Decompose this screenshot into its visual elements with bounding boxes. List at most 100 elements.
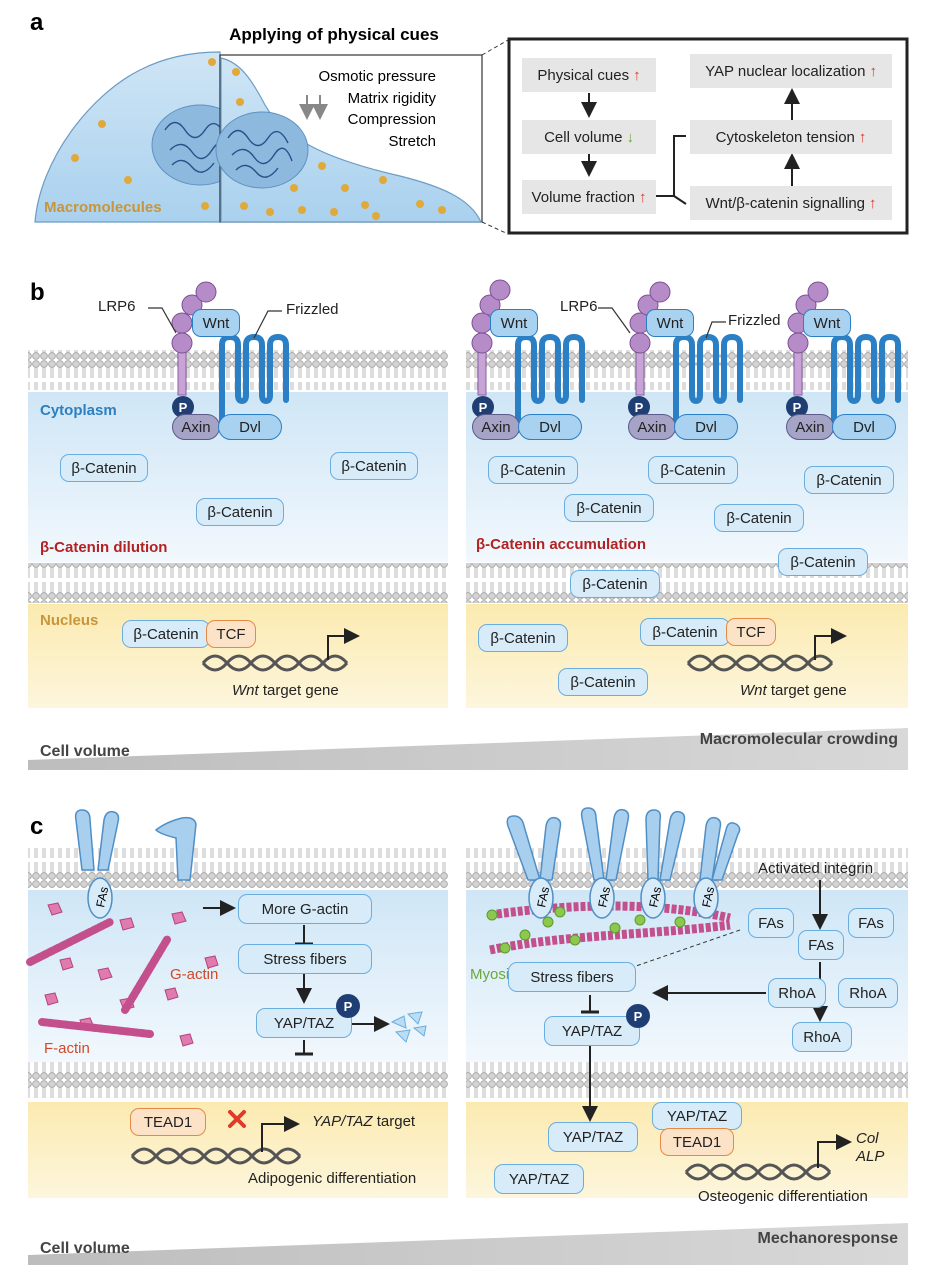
dilution-label: β-Catenin dilution — [40, 539, 168, 556]
yap-taz-box-left: YAP/TAZ — [256, 1008, 352, 1038]
target-gene-left: Wnt target gene — [232, 682, 339, 699]
tcf-left: TCF — [206, 620, 256, 648]
osteogenic-label: Osteogenic differentiation — [698, 1188, 868, 1205]
wnt-ligand-right-1: Wnt — [490, 309, 538, 337]
beta-catenin: β-Catenin — [570, 570, 660, 598]
cell-left — [34, 51, 221, 223]
flow-physical-cues: Physical cues↑ — [522, 58, 656, 92]
axin-left: Axin — [172, 414, 220, 440]
f-actin-filaments — [26, 918, 172, 1038]
tss-arrow-c-left — [261, 1116, 300, 1152]
more-g-actin-box: More G-actin — [238, 894, 372, 924]
fas-ellipses-left — [87, 877, 113, 919]
yap-taz-nuclear-3: YAP/TAZ — [652, 1102, 742, 1130]
chromatin-right — [227, 129, 293, 178]
tcf-right: TCF — [726, 618, 776, 646]
beta-catenin: β-Catenin — [648, 456, 738, 484]
fas-box-2: FAs — [848, 908, 894, 938]
target-gene-right: Wnt target gene — [740, 682, 847, 699]
alp-label: ALP — [856, 1148, 885, 1165]
beta-catenin: β-Catenin — [488, 456, 578, 484]
panel-label-a: a — [30, 9, 44, 36]
fas-box-1: FAs — [748, 908, 794, 938]
fas-label-right-1: FAs — [534, 885, 552, 908]
cytoplasm-label: Cytoplasm — [40, 402, 117, 419]
col-label: Col — [856, 1130, 879, 1147]
decrease-arrow-icon: ↓ — [626, 128, 634, 146]
beta-catenin: β-Catenin — [564, 494, 654, 522]
beta-catenin: β-Catenin — [478, 624, 568, 652]
dvl-right-2: Dvl — [674, 414, 738, 440]
gradient-bar-b — [28, 728, 908, 770]
wnt-ligand-right-2: Wnt — [646, 309, 694, 337]
gradient-left-label-c: Cell volume — [40, 1240, 130, 1257]
integrins-right — [506, 807, 741, 881]
increase-arrow-icon: ↑ — [869, 62, 877, 80]
flow-volume-fraction: Volume fraction↑ — [522, 180, 656, 214]
integrin-left-2 — [154, 816, 197, 881]
panel-label-c: c — [30, 813, 43, 840]
gradient-left-label-b: Cell volume — [40, 743, 130, 760]
rhoa-box-2: RhoA — [838, 978, 898, 1008]
tead1-right: TEAD1 — [660, 1128, 734, 1156]
receptor-complex-right-2 — [629, 281, 743, 433]
beta-catenin: β-Catenin — [778, 548, 868, 576]
beta-catenin: β-Catenin — [196, 498, 284, 526]
fas-box-3: FAs — [798, 930, 844, 960]
phospho-badge-b3: P — [628, 396, 650, 418]
axin-right-1: Axin — [472, 414, 520, 440]
macromolecule-dots — [71, 58, 446, 220]
f-actin-label: F-actin — [44, 1040, 90, 1057]
cue-stretch: Stretch — [388, 133, 436, 150]
flow-arrow-4 — [673, 195, 687, 205]
wnt-ligand-right-3: Wnt — [803, 309, 851, 337]
axin-right-2: Axin — [628, 414, 676, 440]
gradient-right-label-b: Macromolecular crowding — [699, 731, 898, 748]
fas-label-right-3: FAs — [646, 885, 664, 908]
axin-right-3: Axin — [786, 414, 834, 440]
accumulation-label: β-Catenin accumulation — [476, 536, 647, 553]
fas-label-right-4: FAs — [699, 885, 717, 908]
increase-arrow-icon: ↑ — [858, 128, 867, 146]
cue-osmotic: Osmotic pressure — [318, 68, 436, 85]
nucleus-label: Nucleus — [40, 612, 99, 629]
dvl-left: Dvl — [218, 414, 282, 440]
beta-catenin: β-Catenin — [558, 668, 648, 696]
panel-label-b: b — [30, 279, 45, 306]
dna-right — [686, 654, 834, 672]
wnt-ligand-left: Wnt — [192, 309, 240, 337]
flow-cell-volume: Cell volume↓ — [522, 120, 656, 154]
gradient-bar-c — [28, 1223, 908, 1265]
fas-label-left: FAs — [93, 885, 111, 908]
flow-arrow-3 — [654, 135, 686, 197]
flow-cytoskeleton-tension: Cytoskeleton tension↑ — [690, 120, 892, 154]
c-left-membrane-nuc — [28, 1062, 448, 1102]
c-dashed-link — [635, 929, 741, 967]
yap-taz-target-label: YAP/TAZ target — [312, 1113, 416, 1130]
increase-arrow-icon: ↑ — [633, 66, 641, 84]
frizzled-pointer-left — [253, 310, 282, 339]
beta-catenin: β-Catenin — [122, 620, 210, 648]
frizzled-label-right: Frizzled — [728, 312, 781, 329]
tss-arrow-c-right — [817, 1134, 852, 1168]
gradient-right-label-c: Mechanoresponse — [757, 1230, 898, 1247]
frizzled-label-left: Frizzled — [286, 301, 339, 318]
dvl-right-1: Dvl — [518, 414, 582, 440]
cue-matrix: Matrix rigidity — [348, 90, 437, 107]
integrin-left-1 — [74, 809, 120, 871]
g-actin-label: G-actin — [170, 966, 219, 983]
macromolecules-label: Macromolecules — [44, 199, 162, 216]
yap-taz-nuclear-1: YAP/TAZ — [548, 1122, 638, 1152]
zoom-line-top — [481, 39, 509, 56]
lrp6-pointer-left — [148, 307, 177, 334]
zoom-line-bottom — [481, 221, 509, 235]
rhoa-box-3: RhoA — [792, 1022, 852, 1052]
fas-ellipses-right — [528, 877, 719, 919]
c-right-membrane-nuc — [466, 1062, 908, 1102]
phospho-badge-b1: P — [172, 396, 194, 418]
stress-fibers-box-left: Stress fibers — [238, 944, 372, 974]
tss-arrow-right — [814, 628, 847, 660]
adipogenic-label: Adipogenic differentiation — [248, 1170, 417, 1187]
frizzled-pointer-right — [705, 321, 726, 339]
yap-taz-nuclear-2: YAP/TAZ — [494, 1164, 584, 1194]
